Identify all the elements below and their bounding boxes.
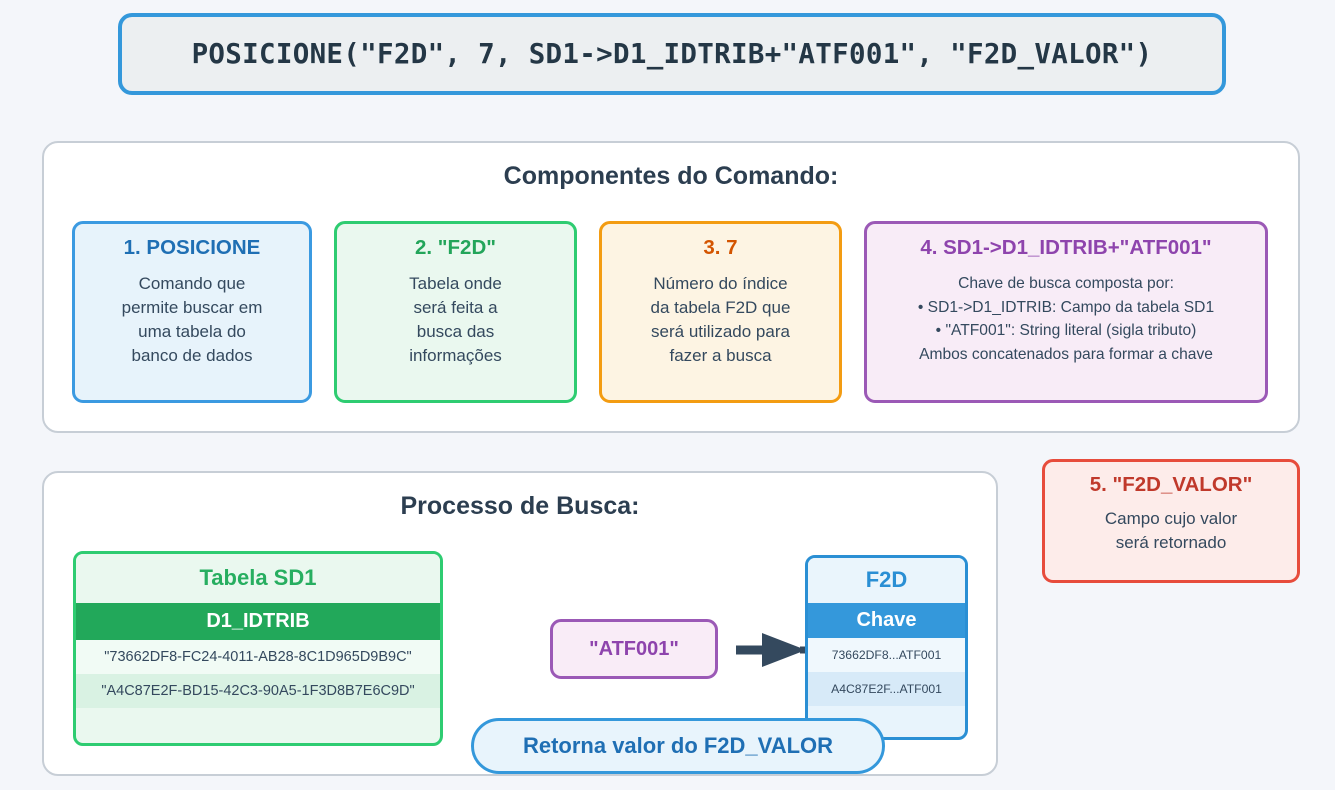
- f2d-table-column-header: Chave: [808, 603, 965, 638]
- component-card-line: fazer a busca: [669, 346, 772, 366]
- component-card-line: busca das: [416, 322, 495, 342]
- processo-panel: Processo de Busca: Tabela SD1 D1_IDTRIB …: [42, 471, 998, 776]
- component-card-line: permite buscar em: [121, 298, 263, 318]
- component-card-line: banco de dados: [131, 346, 253, 366]
- component-card-f2d-valor[interactable]: 5. "F2D_VALOR" Campo cujo valor será ret…: [1042, 459, 1300, 583]
- search-key-chip-label: "ATF001": [589, 637, 679, 660]
- f2d-table-caption: F2D: [808, 558, 965, 603]
- component-card-body: Chave de busca composta por: • SD1->D1_I…: [877, 272, 1255, 367]
- component-card-title: 3. 7: [703, 236, 738, 259]
- component-card-line: Número do índice: [653, 274, 788, 293]
- components-panel-title: Componentes do Comando:: [503, 162, 839, 190]
- component-card-title: 2. "F2D": [415, 236, 496, 259]
- component-card-posicione[interactable]: 1. POSICIONE Comando que permite buscar …: [72, 221, 312, 403]
- search-key-chip: "ATF001": [550, 619, 718, 679]
- component-card-line: Comando que: [138, 274, 246, 293]
- return-value-badge-label: Retorna valor do F2D_VALOR: [522, 733, 834, 758]
- table-row: "A4C87E2F-BD15-42C3-90A5-1F3D8B7E6C9D": [76, 674, 440, 708]
- component-card-line: • SD1->D1_IDTRIB: Campo da tabela SD1: [917, 298, 1215, 316]
- component-card-line: uma tabela do: [138, 322, 246, 342]
- components-panel: Componentes do Comando: 1. POSICIONE Com…: [42, 141, 1300, 433]
- component-card-line: Chave de busca composta por:: [958, 275, 1174, 292]
- component-card-line: será retornado: [1115, 532, 1227, 552]
- arrow-right-icon: [736, 631, 810, 669]
- table-row: A4C87E2F...ATF001: [808, 672, 965, 706]
- component-card-indice[interactable]: 3. 7 Número do índice da tabela F2D que …: [599, 221, 842, 403]
- component-card-chave[interactable]: 4. SD1->D1_IDTRIB+"ATF001" Chave de busc…: [864, 221, 1268, 403]
- component-card-line: • "ATF001": String literal (sigla tribut…: [935, 322, 1197, 340]
- component-card-body: Número do índice da tabela F2D que será …: [612, 272, 829, 369]
- component-card-line: da tabela F2D que: [650, 298, 791, 318]
- component-card-line: Campo cujo valor: [1104, 509, 1238, 528]
- sd1-table-column-header: D1_IDTRIB: [76, 603, 440, 640]
- component-card-line: Ambos concatenados para formar a chave: [919, 346, 1213, 364]
- command-code-box: POSICIONE("F2D", 7, SD1->D1_IDTRIB+"ATF0…: [118, 13, 1226, 95]
- processo-panel-title: Processo de Busca:: [400, 492, 640, 520]
- component-card-line: será utilizado para: [651, 322, 790, 342]
- component-card-body: Campo cujo valor será retornado: [1053, 507, 1289, 555]
- table-row: "73662DF8-FC24-4011-AB28-8C1D965D9B9C": [76, 640, 440, 674]
- f2d-table: F2D Chave 73662DF8...ATF001 A4C87E2F...A…: [805, 555, 968, 740]
- return-value-badge: Retorna valor do F2D_VALOR: [471, 718, 885, 774]
- component-card-title: 1. POSICIONE: [123, 236, 261, 259]
- command-code-text: POSICIONE("F2D", 7, SD1->D1_IDTRIB+"ATF0…: [191, 38, 1153, 70]
- component-cards-row: 1. POSICIONE Comando que permite buscar …: [72, 221, 1270, 403]
- component-card-title: 4. SD1->D1_IDTRIB+"ATF001": [920, 236, 1212, 259]
- component-card-line: será feita a: [413, 298, 498, 318]
- component-card-title: 5. "F2D_VALOR": [1089, 473, 1253, 496]
- component-card-body: Comando que permite buscar em uma tabela…: [85, 272, 299, 369]
- component-card-line: Tabela onde: [409, 274, 502, 293]
- component-card-body: Tabela onde será feita a busca das infor…: [347, 272, 564, 369]
- table-row: 73662DF8...ATF001: [808, 638, 965, 672]
- component-card-line: informações: [409, 346, 502, 366]
- sd1-table-caption: Tabela SD1: [76, 554, 440, 603]
- sd1-table: Tabela SD1 D1_IDTRIB "73662DF8-FC24-4011…: [73, 551, 443, 746]
- component-card-f2d[interactable]: 2. "F2D" Tabela onde será feita a busca …: [334, 221, 577, 403]
